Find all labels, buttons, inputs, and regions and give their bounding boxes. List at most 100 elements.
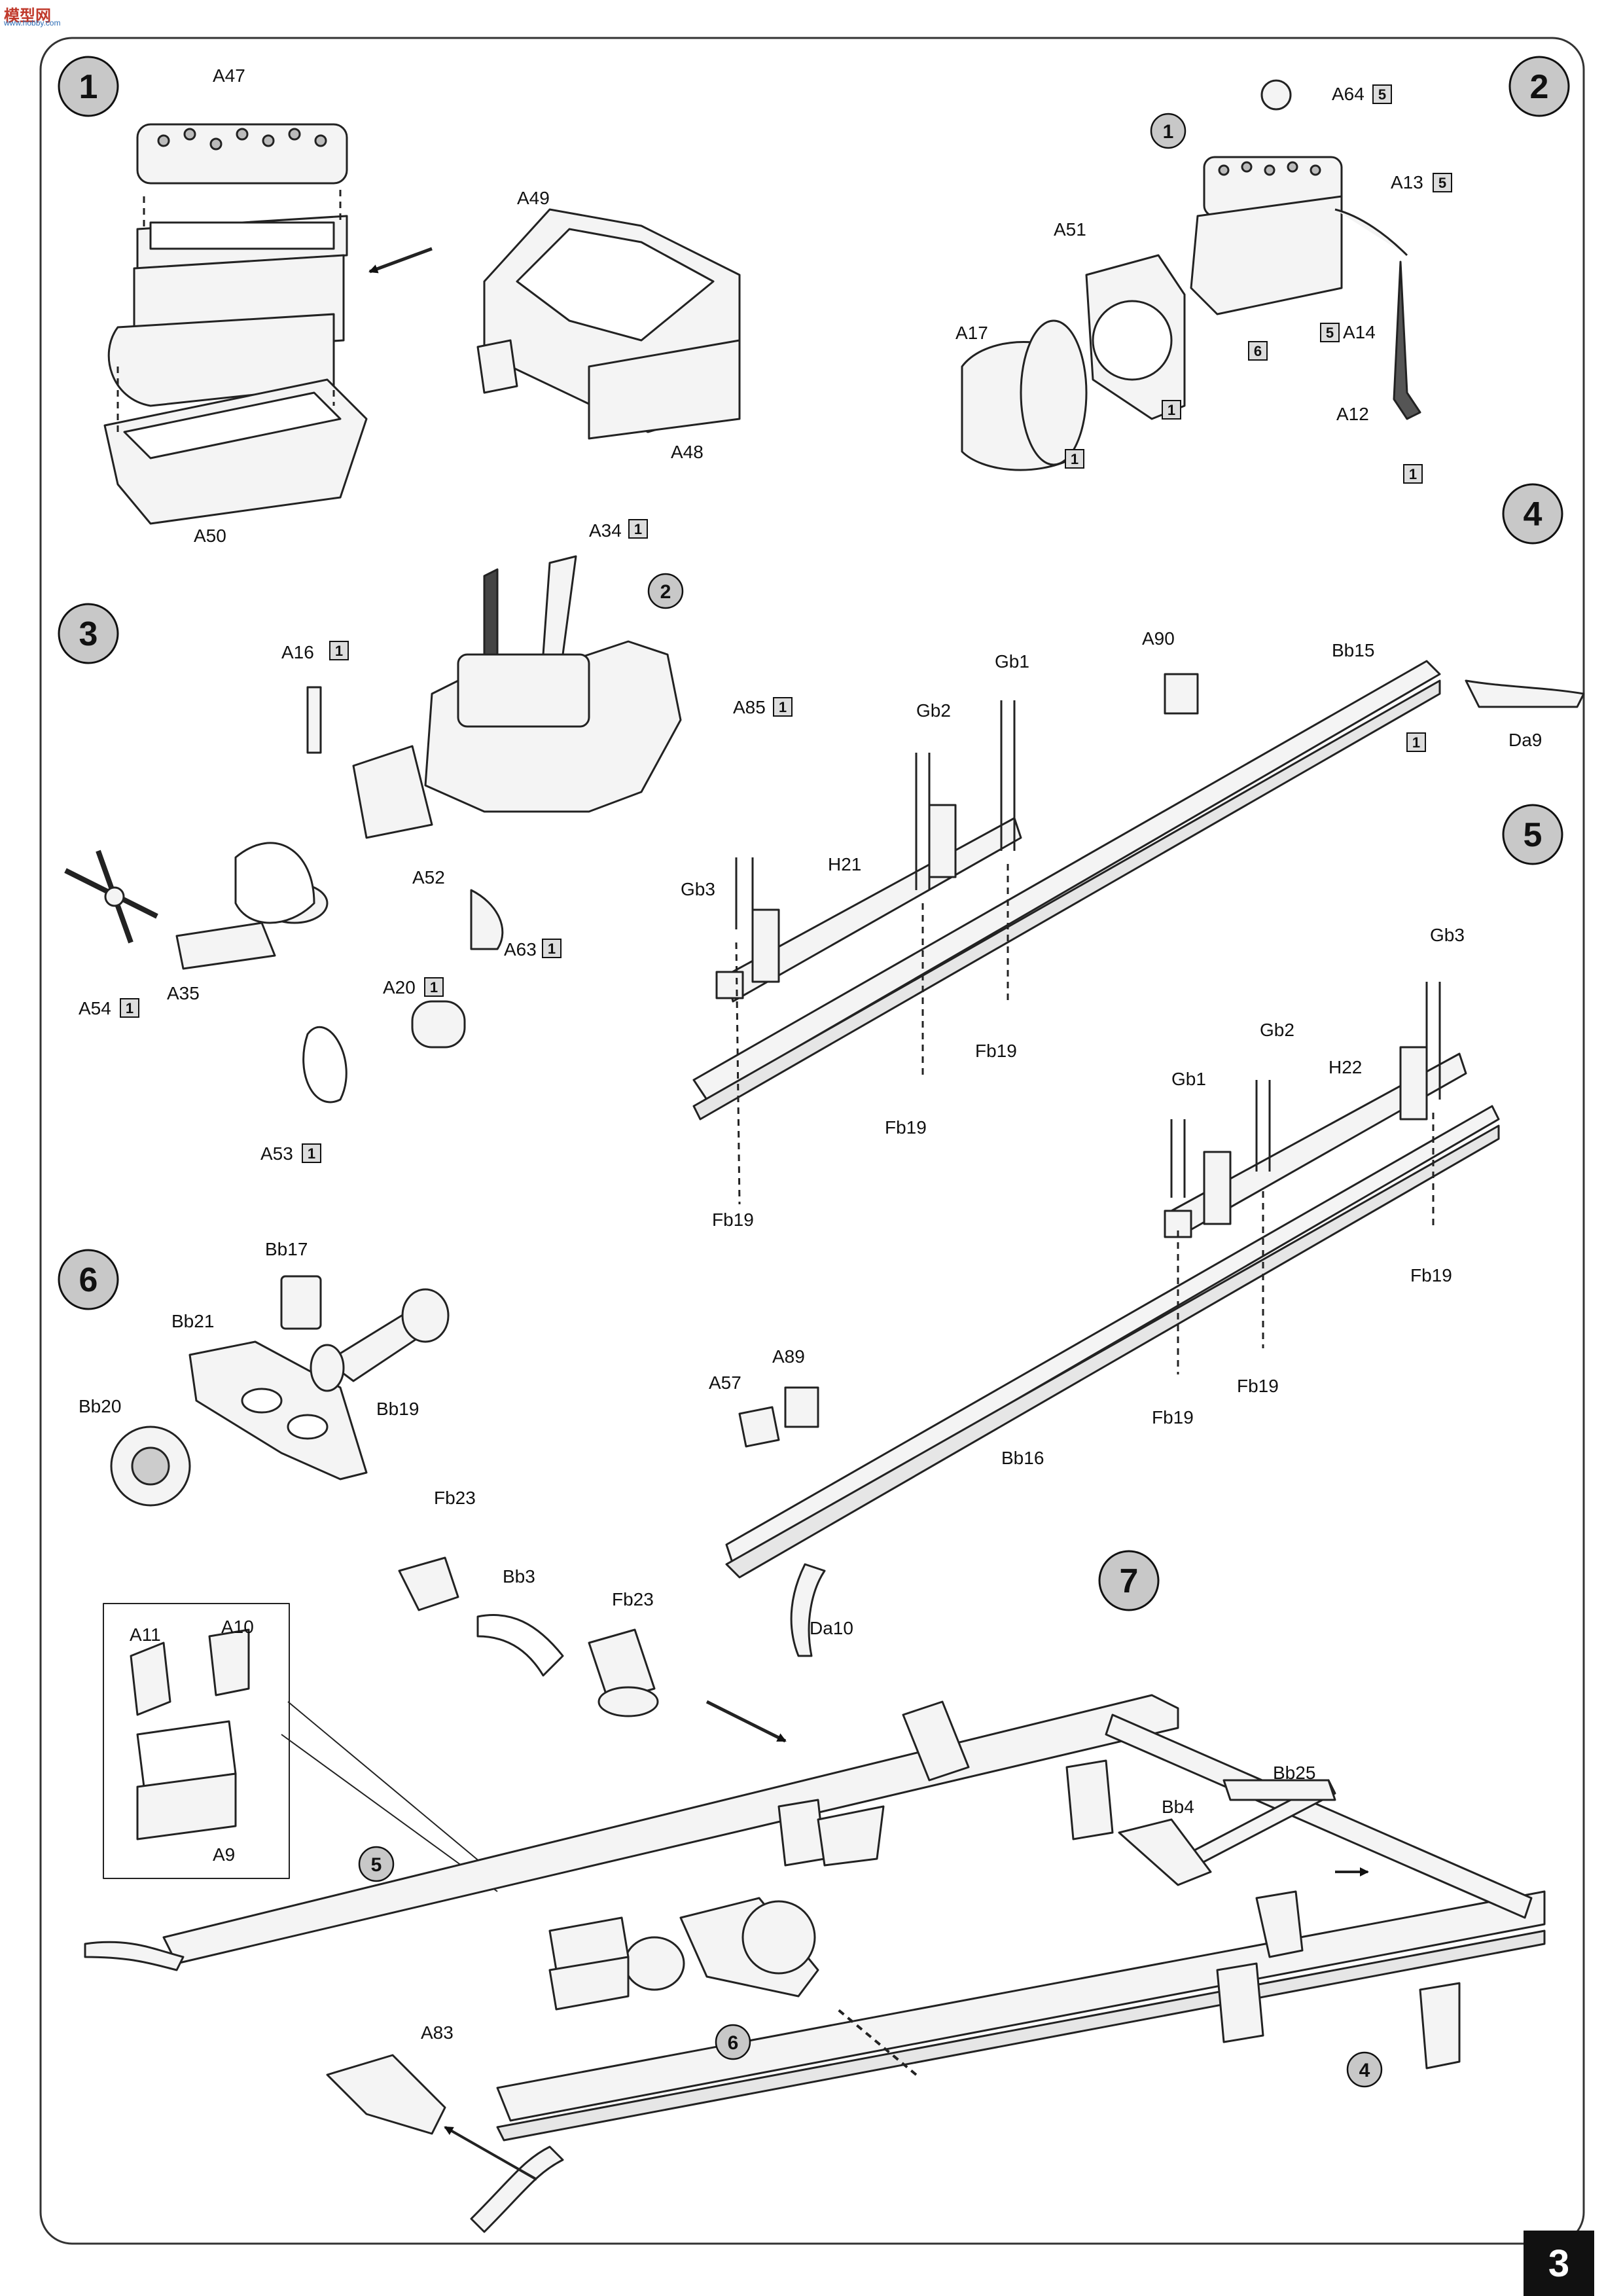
step-markers: 1 2 3 4 5 6 7 (58, 56, 1570, 1611)
part-label: A52 (412, 867, 445, 888)
part-label: Gb3 (1430, 925, 1465, 945)
engine-gearbox-assembly (961, 79, 1421, 471)
chassis-rail-left (692, 660, 1441, 1121)
ref-badge: 1 (424, 977, 444, 997)
svg-text:1: 1 (1412, 734, 1420, 751)
battery-box-inset (103, 1603, 290, 1879)
engine-support-assembly (476, 208, 741, 440)
part-label: Gb1 (995, 651, 1029, 672)
part-label: A90 (1142, 628, 1175, 649)
part-a90-box (1164, 673, 1199, 715)
engine-block-assembly (103, 123, 368, 525)
engine-fan-assembly (64, 555, 682, 1103)
ref-badge: 1 (542, 939, 562, 958)
sub-ref-6: 6 (715, 2024, 751, 2060)
step-2-marker: 2 (1508, 56, 1570, 117)
watermark-logo: 模型网 (4, 7, 51, 25)
part-label: Fb23 (434, 1488, 476, 1508)
ref-badge: 1 (329, 641, 349, 660)
part-label: Gb3 (681, 879, 715, 899)
inset-leader (287, 1701, 485, 1866)
part-da9 (1465, 679, 1585, 708)
sub-ref-2: 2 (647, 573, 684, 609)
part-label: A63 (504, 939, 537, 960)
svg-text:1: 1 (335, 643, 343, 659)
svg-text:5: 5 (1326, 325, 1334, 341)
part-a57 (738, 1406, 780, 1448)
svg-text:5: 5 (1524, 816, 1543, 854)
svg-text:6: 6 (1254, 343, 1262, 359)
assembly-drawing (64, 79, 1585, 2233)
part-label: A10 (221, 1617, 254, 1637)
ref-badge: 1 (1065, 449, 1084, 469)
svg-text:4: 4 (1524, 495, 1543, 533)
part-label: A48 (671, 442, 704, 462)
part-label: A47 (213, 65, 245, 86)
part-a89-box (784, 1386, 819, 1428)
part-label: A54 (79, 998, 111, 1018)
part-label: Da10 (810, 1618, 853, 1638)
svg-text:1: 1 (1163, 121, 1174, 143)
ref-badge: 5 (1320, 323, 1340, 342)
chassis-frame-assembly (84, 1694, 1546, 2233)
step-6-marker: 6 (58, 1249, 119, 1310)
ref-badge: 1 (302, 1143, 321, 1163)
ref-badge: 1 (120, 998, 139, 1018)
part-label: Bb21 (171, 1311, 214, 1331)
ref-badges: 5 5 6 1 5 1 1 1 1 1 1 1 1 1 1 (120, 84, 1452, 1163)
step-3-marker: 3 (58, 603, 119, 664)
part-label: A13 (1391, 172, 1423, 192)
svg-text:5: 5 (371, 1854, 382, 1876)
part-label: A35 (167, 983, 200, 1003)
svg-text:1: 1 (779, 699, 787, 715)
part-label: A89 (772, 1346, 805, 1367)
svg-text:1: 1 (634, 521, 642, 537)
step7-arrow (836, 2008, 918, 2076)
part-label: A16 (281, 642, 314, 662)
part-label: A49 (517, 188, 550, 208)
axle-bracket-assembly (110, 1275, 450, 1507)
sub-ref-1: 1 (1150, 113, 1186, 149)
sub-ref-4: 4 (1346, 2051, 1383, 2088)
svg-text:1: 1 (126, 1000, 134, 1016)
part-label: H22 (1329, 1057, 1362, 1077)
part-label: Fb23 (612, 1589, 654, 1609)
part-label: A53 (260, 1143, 293, 1164)
part-label: A20 (383, 977, 416, 997)
part-label: A57 (709, 1372, 741, 1393)
ref-badge: 5 (1433, 173, 1452, 192)
part-label: Bb3 (503, 1566, 535, 1587)
part-da10 (790, 1563, 826, 1657)
part-label: Bb4 (1162, 1797, 1194, 1817)
svg-text:1: 1 (1071, 451, 1079, 467)
part-label: A50 (194, 526, 226, 546)
svg-text:4: 4 (1359, 2060, 1370, 2081)
svg-text:1: 1 (79, 68, 98, 106)
svg-text:1: 1 (430, 979, 438, 996)
svg-text:2: 2 (660, 581, 671, 603)
ref-badge: 1 (1406, 732, 1426, 752)
part-label: Gb2 (1260, 1020, 1294, 1040)
spring-hanger-assembly (398, 1556, 659, 1717)
svg-text:6: 6 (728, 2032, 739, 2054)
ref-badge: 1 (773, 697, 793, 717)
page-number: 3 (1524, 2231, 1594, 2296)
ref-badge: 6 (1248, 341, 1268, 361)
ref-badge: 1 (1162, 400, 1181, 420)
part-label: Fb19 (975, 1041, 1017, 1061)
ref-badge: 1 (628, 519, 648, 539)
svg-text:1: 1 (1168, 402, 1175, 418)
part-label: A14 (1343, 322, 1376, 342)
svg-text:3: 3 (79, 615, 98, 653)
part-label: Fb19 (1410, 1265, 1452, 1285)
svg-text:5: 5 (1438, 175, 1446, 191)
part-label: A85 (733, 697, 766, 717)
u-bolts-step5 (1170, 982, 1441, 1374)
svg-text:5: 5 (1378, 86, 1386, 103)
page-frame (39, 37, 1585, 2245)
svg-text:1: 1 (548, 941, 556, 957)
svg-text:6: 6 (79, 1261, 98, 1299)
part-label: Da9 (1508, 730, 1542, 750)
part-label: Fb19 (712, 1210, 754, 1230)
